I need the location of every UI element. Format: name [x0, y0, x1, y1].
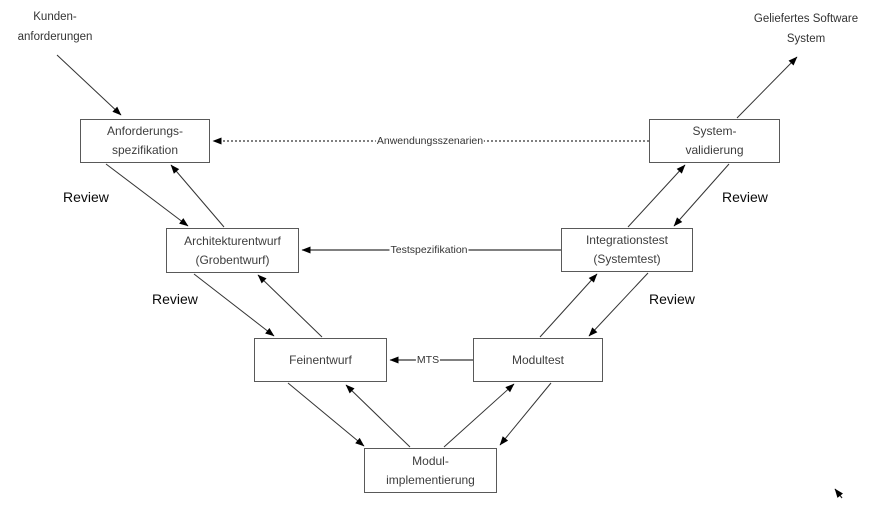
arrow-modulimplementierung-to-feinentwurf-review [345, 384, 411, 448]
box-integrationstest: Integrationstest (Systemtest) [561, 228, 693, 272]
box-anforderungsspezifikation: Anforderungs- spezifikation [80, 119, 210, 163]
arrow-feinentwurf-to-modulimplementierung [287, 382, 365, 447]
box-label: Integrationstest (Systemtest) [585, 233, 669, 266]
box-modulimplementierung: Modul- implementierung [364, 448, 497, 493]
box-label: Feinentwurf [289, 352, 352, 367]
arrow-architekturentwurf-to-anforderungsspezifikation-review [170, 164, 225, 228]
label-testspezifikation: Testspezifikation [389, 244, 469, 256]
label-kundenanforderungen: Kunden- anforderungen [17, 11, 93, 43]
label-review-left-top: Review [63, 189, 109, 205]
label-review-left-middle: Review [152, 291, 198, 307]
arrow-modulimplementierung-to-modultest [443, 383, 515, 448]
arrow-modultest-to-modulimplementierung-review [499, 382, 552, 446]
arrow-kundenanforderungen-to-anforderungsspezifikation [56, 54, 122, 116]
box-label: Architekturentwurf (Grobentwurf) [184, 233, 281, 267]
arrow-systemvalidierung-to-geliefertes-system [736, 56, 798, 119]
arrow-integrationstest-to-modultest-review [588, 272, 649, 337]
label-review-right-middle: Review [649, 291, 695, 307]
mouse-cursor-icon [834, 488, 843, 499]
box-systemvalidierung: System- validierung [649, 119, 780, 163]
box-label: Anforderungs- spezifikation [106, 124, 184, 157]
arrow-anforderungsspezifikation-to-architekturentwurf [105, 163, 189, 227]
arrow-feinentwurf-to-architekturentwurf-review [257, 274, 323, 338]
label-anwendungsszenarien: Anwendungsszenarien [375, 135, 485, 147]
box-label: Modul- implementierung [386, 453, 475, 487]
box-feinentwurf: Feinentwurf [254, 338, 387, 382]
label-geliefertes-software-system: Geliefertes Software System [753, 13, 859, 45]
arrow-integrationstest-to-systemvalidierung [627, 164, 686, 228]
arrow-systemvalidierung-to-integrationstest-review [673, 163, 730, 227]
arrow-architekturentwurf-to-feinentwurf [193, 273, 275, 337]
label-review-right-top: Review [722, 189, 768, 205]
box-modultest: Modultest [473, 338, 603, 382]
box-label: Modultest [511, 352, 565, 367]
label-mts: MTS [415, 354, 441, 366]
box-label: System- validierung [685, 124, 744, 157]
arrow-modultest-to-integrationstest [539, 273, 598, 338]
box-architekturentwurf: Architekturentwurf (Grobentwurf) [166, 228, 299, 273]
